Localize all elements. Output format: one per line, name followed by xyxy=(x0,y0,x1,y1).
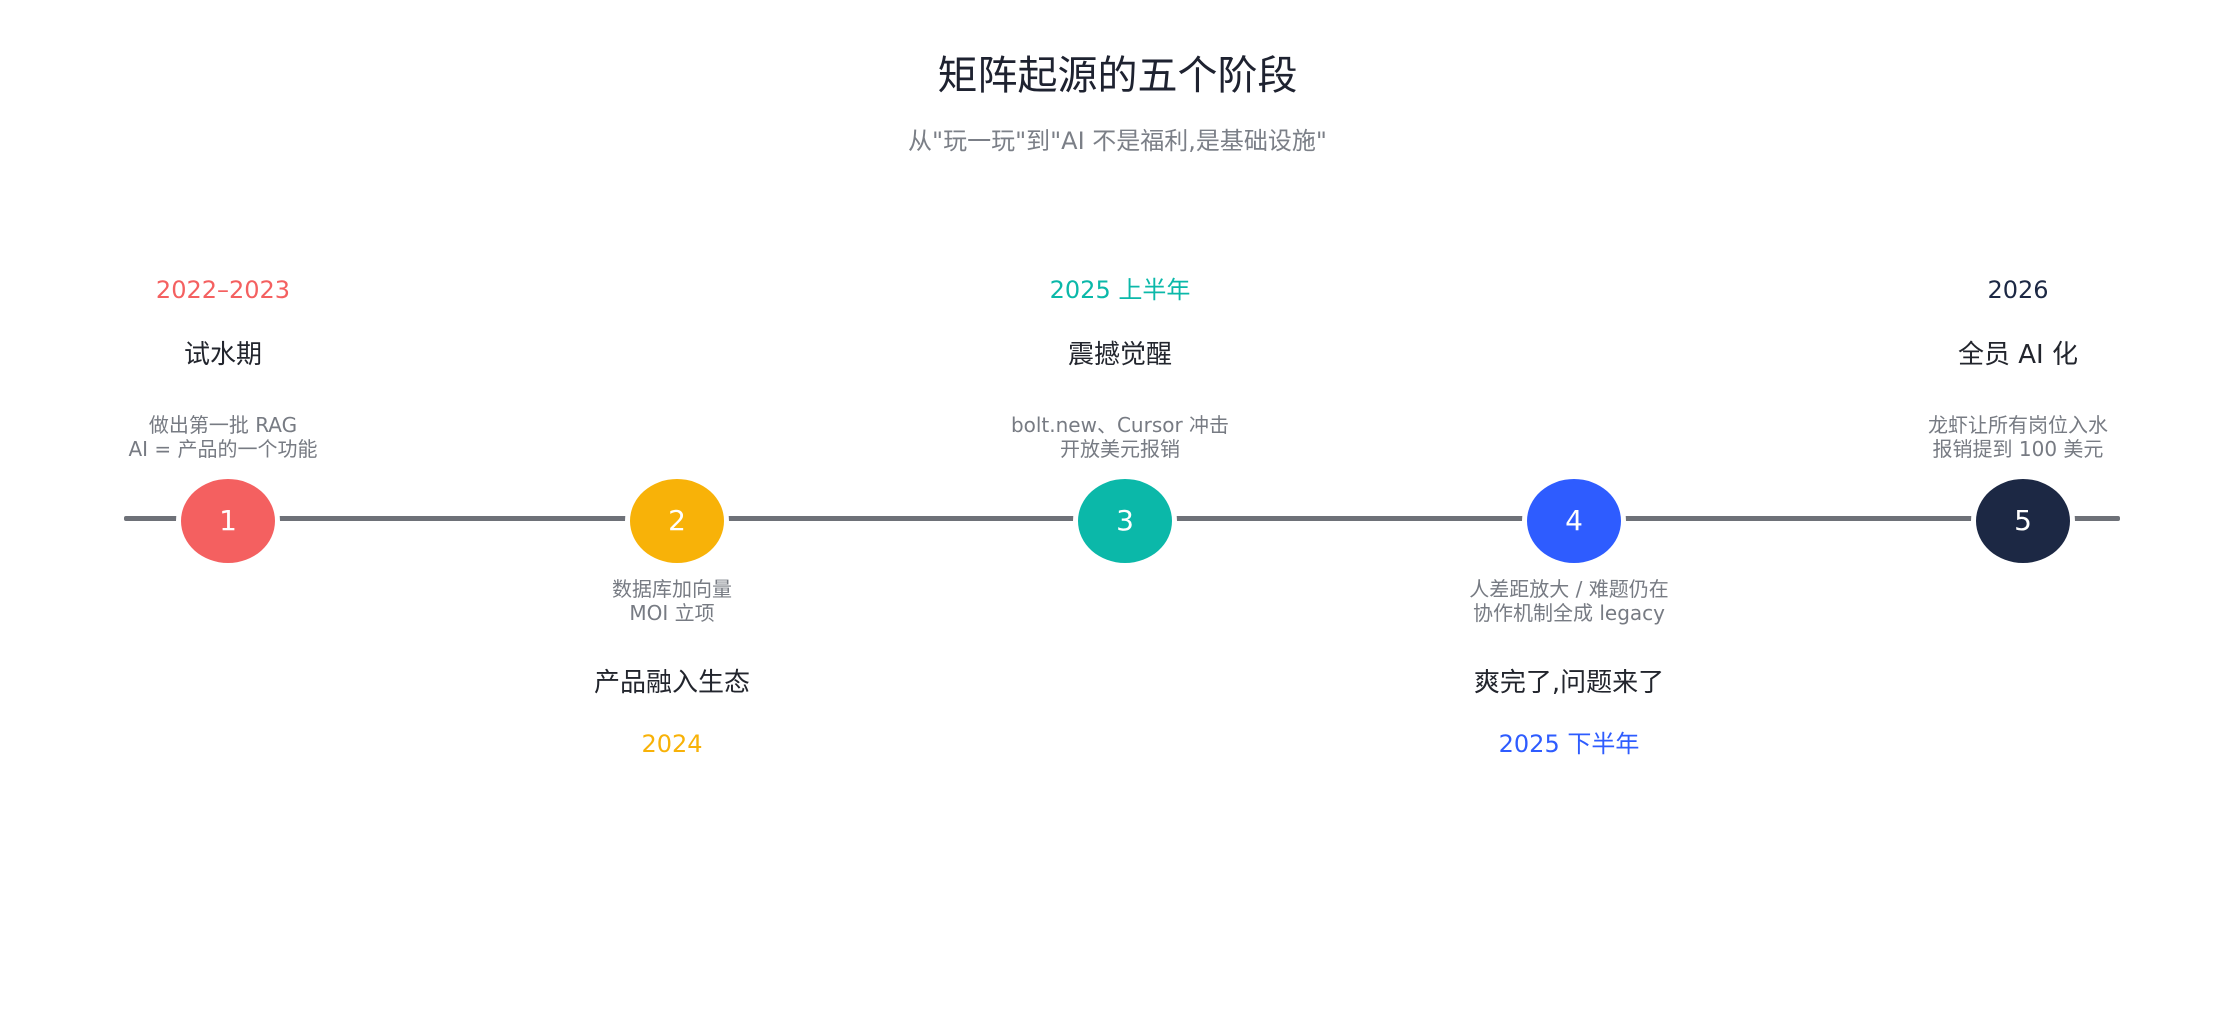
stage-3-desc-line-2: 开放美元报销 xyxy=(1060,437,1180,461)
stage-4-desc-line-2: 协作机制全成 legacy xyxy=(1472,601,1665,625)
stage-3-number: 3 xyxy=(1116,504,1134,537)
stage-3-desc-line-1: bolt.new、Cursor 冲击 xyxy=(1010,413,1230,437)
stage-5-title: 全员 AI 化 xyxy=(1958,340,2078,370)
stage-3-node[interactable]: 3 xyxy=(1073,474,1177,568)
stage-1-desc: 做出第一批 RAG AI = 产品的一个功能 xyxy=(43,413,403,461)
stage-4-desc: 人差距放大 / 难题仍在 协作机制全成 legacy xyxy=(1389,577,1749,625)
stage-1-node[interactable]: 1 xyxy=(176,474,280,568)
stage-3-desc: bolt.new、Cursor 冲击 开放美元报销 xyxy=(940,413,1300,461)
stage-5-desc: 龙虾让所有岗位入水 报销提到 100 美元 xyxy=(1838,413,2198,461)
stage-5-number: 5 xyxy=(2014,504,2032,537)
stage-5-node[interactable]: 5 xyxy=(1971,474,2075,568)
stage-4-desc-line-1: 人差距放大 / 难题仍在 xyxy=(1469,577,1669,601)
stage-2-desc: 数据库加向量 MOI 立项 xyxy=(492,577,852,625)
stage-5-desc-line-1: 龙虾让所有岗位入水 xyxy=(1928,413,2108,437)
stage-4-title: 爽完了,问题来了 xyxy=(1473,668,1665,698)
stage-2-desc-line-2: MOI 立项 xyxy=(629,601,715,625)
stage-3-title: 震撼觉醒 xyxy=(1067,340,1172,370)
stage-2-period: 2024 xyxy=(641,730,703,758)
stage-1-title: 试水期 xyxy=(183,340,262,370)
stage-3-period: 2025 上半年 xyxy=(1049,276,1191,304)
page-title: 矩阵起源的五个阶段 xyxy=(937,53,1298,99)
page-subtitle: 从"玩一玩"到"AI 不是福利,是基础设施" xyxy=(908,127,1327,155)
stage-1-number: 1 xyxy=(219,504,237,537)
stage-2-node[interactable]: 2 xyxy=(625,474,729,568)
stage-1-desc-line-1: 做出第一批 RAG xyxy=(148,413,298,437)
stage-5-period: 2026 xyxy=(1987,276,2049,304)
stage-1-period: 2022–2023 xyxy=(155,276,291,304)
stage-4-node[interactable]: 4 xyxy=(1522,474,1626,568)
stage-1-desc-line-2: AI = 产品的一个功能 xyxy=(128,437,318,461)
stage-4-number: 4 xyxy=(1565,504,1583,537)
stage-5-desc-line-2: 报销提到 100 美元 xyxy=(1932,437,2104,461)
stage-4-period: 2025 下半年 xyxy=(1498,730,1640,758)
stage-2-desc-line-1: 数据库加向量 xyxy=(612,577,732,601)
stage-2-number: 2 xyxy=(668,504,686,537)
stage-2-title: 产品融入生态 xyxy=(593,668,750,698)
